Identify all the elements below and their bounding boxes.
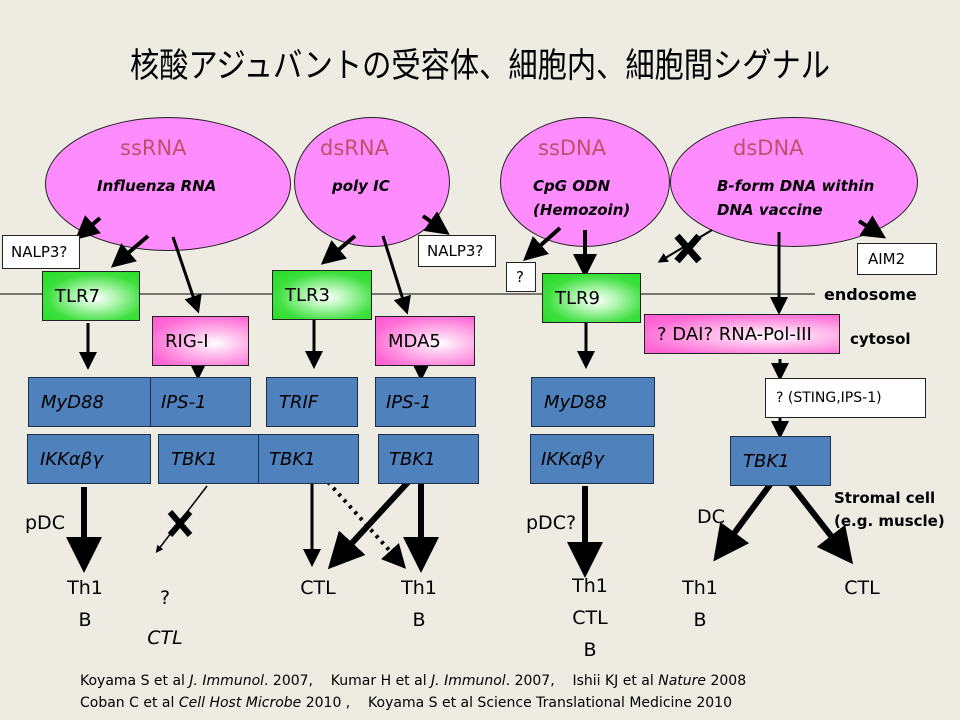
outcome-2: ? CTL (140, 582, 190, 654)
dai-rna-pol-iii-receptor: ? DAI? RNA-Pol-III (644, 314, 840, 354)
outcome-3: CTL (293, 572, 343, 604)
reference-segment: 2008 (706, 673, 747, 689)
ligand-ssdna-example2: (Hemozoin) (533, 201, 631, 219)
tlr7-receptor: TLR7 (42, 271, 140, 321)
outcome-7-ctl: CTL (844, 577, 880, 599)
ligand-ssrna-example: Influenza RNA (97, 177, 217, 195)
arrow-ssrna-nalp3 (74, 215, 102, 240)
ips1-adaptor-1: IPS-1 (150, 377, 251, 427)
cytosol-label: cytosol (850, 330, 911, 348)
ligand-ssdna (500, 117, 670, 247)
stromal-example-label: (e.g. muscle) (834, 512, 945, 530)
arrow-ssrna-rigi (171, 236, 202, 314)
ligand-dsdna-title: dsDNA (733, 136, 804, 160)
reference-line-1: Koyama S et al J. Immunol. 2007, Kumar H… (80, 670, 746, 692)
outcome-2-ctl: CTL (147, 627, 183, 649)
pdc-question-label: pDC? (526, 512, 577, 534)
block-x-2 (674, 233, 702, 264)
outcome-3-ctl: CTL (300, 577, 336, 599)
tbk1-kinase-2: TBK1 (258, 434, 359, 484)
arrow-dsdna-aim2 (857, 215, 887, 239)
outcome-6-th1: Th1 (682, 577, 718, 599)
outcome-6: Th1 B (675, 572, 725, 636)
reference-segment: J. Immunol (431, 673, 506, 689)
arrow-ssrna-tlr7 (110, 234, 150, 268)
reference-line-2: Coban C et al Cell Host Microbe 2010 , K… (80, 692, 746, 714)
tbk1-kinase-1: TBK1 (158, 434, 259, 484)
reference-segment: 2010 , Koyama S et al Science Translatio… (301, 695, 732, 711)
rig-i-receptor: RIG-I (152, 316, 249, 366)
arrow-tbk1c-ctl (327, 477, 413, 570)
block-x-4 (167, 510, 193, 537)
arrow-dsrna-tlr3 (320, 234, 357, 265)
outcome-4: Th1 B (394, 572, 444, 636)
ikk-kinase-2: IKKαβγ (530, 434, 654, 484)
arrow-dsrna-mda5 (381, 235, 411, 315)
outcome-4-b: B (412, 609, 426, 631)
trif-adaptor: TRIF (266, 377, 358, 427)
outcome-7: CTL (837, 572, 887, 604)
outcome-2-question: ? (159, 587, 171, 609)
stromal-cell-label: Stromal cell (834, 489, 936, 507)
myd88-adaptor-1: MyD88 (28, 377, 152, 427)
reference-segment: Coban C et al (80, 695, 179, 711)
tbk1-kinase-4: TBK1 (730, 436, 831, 486)
outcome-5-th1: Th1 (572, 575, 608, 597)
reference-segment: . 2007, Kumar H et al (264, 673, 432, 689)
arrow-tbk1b-th1-dotted (326, 480, 407, 569)
aim2-box: AIM2 (857, 243, 937, 275)
outcome-1: Th1 B (60, 572, 110, 636)
ligand-dsrna-title: dsRNA (320, 136, 389, 160)
ligand-ssdna-title: ssDNA (538, 136, 607, 160)
ikk-kinase-1: IKKαβγ (27, 434, 151, 484)
pdc-label: pDC (25, 512, 65, 534)
mda5-receptor: MDA5 (375, 316, 475, 366)
unknown-receptor-box: ? (506, 262, 536, 292)
reference-segment: Koyama S et al (80, 673, 190, 689)
nalp3-box-right: NALP3? (418, 235, 496, 267)
outcome-1-b: B (78, 609, 92, 631)
reference-segment: Nature (658, 673, 707, 689)
references: Koyama S et al J. Immunol. 2007, Kumar H… (80, 670, 746, 714)
ligand-dsdna-example2: DNA vaccine (717, 201, 823, 219)
arrow-ssdna-unknown (523, 226, 562, 261)
outcome-5-ctl: CTL (572, 607, 608, 629)
outcome-5: Th1 CTL B (565, 570, 615, 666)
reference-segment: J. Immunol (189, 673, 265, 689)
reference-segment: . 2007, Ishii KJ et al (505, 673, 659, 689)
ligand-ssrna-title: ssRNA (120, 136, 187, 160)
outcome-6-b: B (693, 609, 707, 631)
arrow-dsrna-nalp3 (421, 211, 450, 235)
outcome-5-b: B (583, 639, 597, 661)
ips1-adaptor-2: IPS-1 (375, 377, 476, 427)
arrow-tbk1d-th1 (713, 480, 775, 562)
outcome-4-th1: Th1 (401, 577, 437, 599)
nalp3-box-left: NALP3? (2, 235, 80, 269)
tlr3-receptor: TLR3 (272, 270, 372, 320)
ligand-ssdna-example: CpG ODN (533, 177, 611, 195)
endosome-label: endosome (824, 285, 917, 304)
myd88-adaptor-2: MyD88 (531, 377, 655, 427)
ligand-dsrna-example: poly IC (332, 177, 390, 195)
tlr9-receptor: TLR9 (542, 273, 641, 323)
dc-label: DC (697, 506, 725, 528)
sting-ips1-box: ? (STING,IPS-1) (765, 378, 926, 418)
page-title: 核酸アジュバントの受容体、細胞内、細胞間シグナル (129, 46, 831, 86)
ligand-dsdna-example: B-form DNA within (717, 177, 875, 195)
tbk1-kinase-3: TBK1 (378, 434, 479, 484)
outcome-1-th1: Th1 (67, 577, 103, 599)
reference-segment: Cell Host Microbe (178, 695, 302, 711)
arrow-tbk1d-ctl (786, 480, 854, 565)
sting-ips1-label: ? (STING,IPS-1) (776, 390, 882, 406)
